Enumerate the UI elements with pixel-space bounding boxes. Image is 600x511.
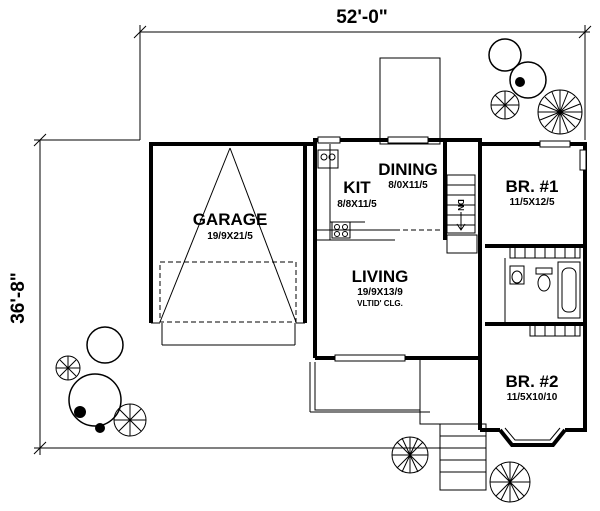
dining-name: DINING [378, 160, 438, 179]
shrub-bottom-left-cluster [68, 326, 124, 433]
kitchen-name: KIT [343, 178, 371, 197]
living-name: LIVING [352, 267, 409, 286]
overall-width-label: 52'-0" [336, 7, 388, 28]
bedroom1-name: BR. #1 [506, 177, 559, 196]
shrub-top-right-large [537, 89, 583, 135]
shrub-front-right [489, 461, 531, 503]
shrub-top-right-small [488, 38, 547, 99]
shrub-mid-right [490, 90, 520, 120]
bedroom2-name: BR. #2 [506, 372, 559, 391]
garage-roof-lines [159, 147, 297, 323]
garage-door-overhead [159, 261, 297, 323]
driveway [161, 323, 296, 346]
living-ceiling-note: VLTID' CLG. [357, 299, 403, 308]
front-porch [309, 357, 481, 425]
bedroom1-closet [509, 245, 581, 259]
bedroom1-size: 11/5X12/5 [509, 197, 554, 208]
overall-depth-label: 36'-8" [8, 272, 29, 324]
living-size: 19/9X13/9 [357, 287, 403, 298]
depth-dimension-line [33, 133, 470, 455]
range-burners [331, 221, 351, 239]
shrub-bottom-left-spiky [55, 355, 81, 381]
closet [446, 234, 478, 254]
bay-window [498, 427, 567, 447]
shrub-front-entry [391, 436, 429, 474]
kitchen-window [317, 136, 341, 144]
dining-size: 8/0X11/5 [388, 180, 428, 191]
bedroom2-closet [529, 323, 581, 337]
garage-walls [149, 142, 307, 324]
stair-down-label: DN [456, 199, 465, 211]
bedroom2-size: 11/5X10/10 [507, 392, 558, 403]
garage-name: GARAGE [193, 210, 268, 229]
garage-size: 19/9X21/5 [207, 231, 253, 242]
rear-patio [379, 57, 441, 145]
front-walkway [439, 423, 487, 491]
stairway [446, 174, 476, 234]
bathroom [504, 258, 581, 324]
bedroom1-window [539, 140, 571, 148]
dining-window [387, 136, 429, 144]
bedroom1-side-window [579, 149, 587, 171]
living-window [334, 354, 406, 362]
kitchen-size: 8/8X11/5 [337, 199, 377, 210]
shrub-bottom-spiky-2 [113, 403, 147, 437]
width-dimension-line [133, 25, 592, 140]
